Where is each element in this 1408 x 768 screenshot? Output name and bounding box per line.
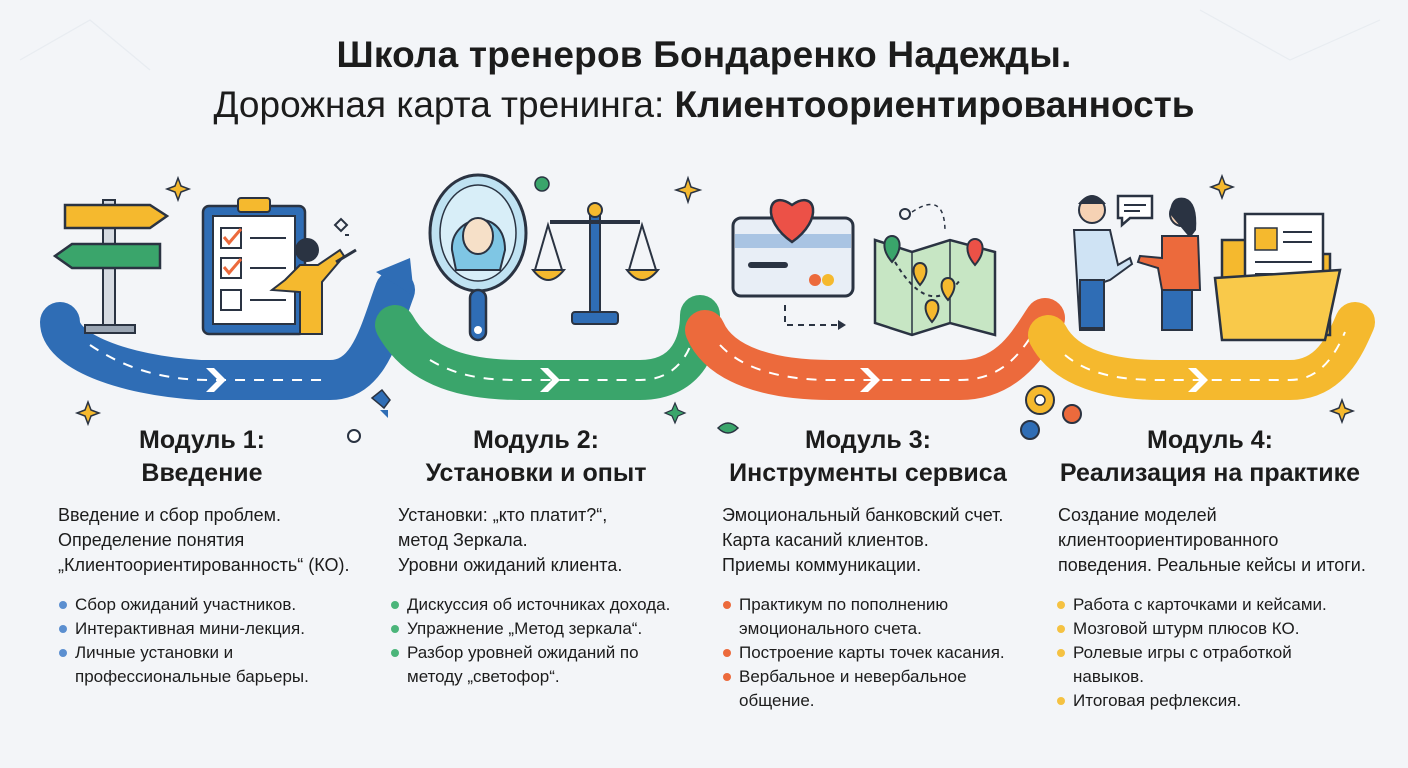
scales-icon: [530, 202, 661, 325]
module-3-intro-line: Эмоциональный банковский счет.: [722, 505, 1004, 525]
bullet-dot-icon: [723, 601, 731, 609]
list-item: Вербальное и невербальное общение.: [722, 665, 1042, 713]
map-pins-icon: [873, 203, 997, 337]
module-3-intro-line: Приемы коммуникации.: [722, 555, 922, 575]
list-item: Сбор ожиданий участников.: [58, 593, 378, 617]
module-4-bullets: Работа с карточками и кейсами. Мозговой …: [1056, 593, 1376, 713]
bullet-text: навыков.: [1073, 667, 1144, 686]
list-item: Практикум по пополнению эмоционального сч…: [722, 593, 1042, 641]
module-1-heading: Модуль 1: Введение: [42, 424, 362, 490]
bullet-dot-icon: [1057, 649, 1065, 657]
module-2-intro-line: Установки: „кто платит?“,: [398, 505, 608, 525]
bullet-text: Сбор ожиданий участников.: [75, 595, 297, 614]
list-item: Построение карты точек касания.: [722, 641, 1042, 665]
bullet-text: Личные установки и: [75, 643, 234, 662]
module-4-intro-line: клиентоориентированного: [1058, 530, 1279, 550]
module-1-intro-line: Определение понятия: [58, 530, 245, 550]
bullet-text: эмоционального счета.: [739, 619, 922, 638]
module-2-number: Модуль 2:: [473, 426, 599, 454]
bullet-text: Упражнение „Метод зеркала“.: [407, 619, 643, 638]
module-3-intro: Эмоциональный банковский счет. Карта кас…: [722, 503, 1067, 578]
bullet-text: Построение карты точек касания.: [739, 643, 1005, 662]
module-2-bullets: Дискуссия об источниках дохода. Упражнен…: [390, 593, 710, 689]
module-4-name: Реализация на практике: [1059, 459, 1361, 487]
bullet-dot-icon: [391, 625, 399, 633]
bullet-dot-icon: [59, 601, 67, 609]
bullet-text: Работа с карточками и кейсами.: [1073, 595, 1327, 614]
module-1-name: Введение: [141, 459, 263, 487]
road-segment-4: [1028, 302, 1375, 400]
road-arrow-1: [376, 258, 414, 296]
gears-icon: [1020, 385, 1082, 440]
list-item: Личные установки и профессиональные барье…: [58, 641, 378, 689]
title-prefix: Дорожная карта тренинга:: [213, 84, 675, 125]
bullet-dot-icon: [59, 625, 67, 633]
presenter-icon: [269, 217, 357, 335]
dot-decorations: [347, 176, 740, 443]
bullet-text: Ролевые игры с отработкой: [1073, 643, 1292, 662]
module-4-number: Модуль 4:: [1147, 426, 1273, 454]
list-item: Упражнение „Метод зеркала“.: [390, 617, 710, 641]
bullet-text: профессиональные барьеры.: [75, 667, 309, 686]
bullet-text: Мозговой штурм плюсов КО.: [1073, 619, 1300, 638]
bullet-dot-icon: [723, 649, 731, 657]
module-2-name: Установки и опыт: [425, 459, 647, 487]
module-3-name: Инструменты сервиса: [729, 459, 1007, 487]
folder-documents-icon: [1213, 212, 1342, 342]
heart-card-icon: [731, 198, 855, 330]
bullet-dot-icon: [1057, 625, 1065, 633]
sparkle-decorations: [74, 173, 1356, 427]
module-2-intro-line: Уровни ожиданий клиента.: [398, 555, 623, 575]
title-topic: Клиентоориентированность: [674, 84, 1195, 125]
bullet-text: Практикум по пополнению: [739, 595, 949, 614]
module-1-bullets: Сбор ожиданий участников. Интерактивная …: [58, 593, 378, 689]
page-title-line-2: Дорожная карта тренинга: Клиентоориентир…: [0, 84, 1408, 126]
bullet-text: Разбор уровней ожиданий по: [407, 643, 639, 662]
road-segment-3: [685, 298, 1065, 400]
module-3-bullets: Практикум по пополнению эмоционального сч…: [722, 593, 1042, 713]
module-2-intro: Установки: „кто платит?“, метод Зеркала.…: [398, 503, 743, 578]
module-1-number: Модуль 1:: [139, 426, 265, 454]
people-dialog-icon: [1072, 194, 1202, 331]
bullet-text: Вербальное и невербальное: [739, 667, 967, 686]
bullet-dot-icon: [391, 649, 399, 657]
module-4-heading: Модуль 4: Реализация на практике: [1050, 424, 1370, 490]
module-3-intro-line: Карта касаний клиентов.: [722, 530, 929, 550]
bullet-text: Интерактивная мини-лекция.: [75, 619, 305, 638]
bullet-dot-icon: [1057, 601, 1065, 609]
bullet-text: Итоговая рефлексия.: [1073, 691, 1242, 710]
mirror-icon: [428, 173, 528, 342]
signpost-icon: [52, 199, 170, 334]
module-4-intro-line: Создание моделей: [1058, 505, 1217, 525]
bullet-text: Дискуссия об источниках дохода.: [407, 595, 671, 614]
list-item: Ролевые игры с отработкой навыков.: [1056, 641, 1376, 689]
bullet-dot-icon: [59, 649, 67, 657]
module-1-intro: Введение и сбор проблем. Определение пон…: [58, 503, 403, 578]
list-item: Интерактивная мини-лекция.: [58, 617, 378, 641]
module-2-intro-line: метод Зеркала.: [398, 530, 528, 550]
bullet-dot-icon: [723, 673, 731, 681]
module-2-heading: Модуль 2: Установки и опыт: [376, 424, 696, 490]
list-item: Разбор уровней ожиданий по методу „светоф…: [390, 641, 710, 689]
checklist-clipboard-icon: [201, 197, 307, 336]
module-4-intro-line: поведения. Реальные кейсы и итоги.: [1058, 555, 1366, 575]
module-1-intro-line: Введение и сбор проблем.: [58, 505, 282, 525]
list-item: Дискуссия об источниках дохода.: [390, 593, 710, 617]
bullet-dot-icon: [1057, 697, 1065, 705]
page-title-line-1: Школа тренеров Бондаренко Надежды.: [336, 34, 1072, 75]
bullet-dot-icon: [391, 601, 399, 609]
list-item: Мозговой штурм плюсов КО.: [1056, 617, 1376, 641]
module-1-intro-line: „Клиентоориентированность“ (КО).: [58, 555, 350, 575]
module-3-heading: Модуль 3: Инструменты сервиса: [708, 424, 1028, 490]
list-item: Работа с карточками и кейсами.: [1056, 593, 1376, 617]
road-segment-2: [375, 295, 720, 400]
bullet-text: методу „светофор“.: [407, 667, 560, 686]
bullet-text: общение.: [739, 691, 815, 710]
module-4-intro: Создание моделей клиентоориентированного…: [1058, 503, 1403, 578]
list-item: Итоговая рефлексия.: [1056, 689, 1376, 713]
module-3-number: Модуль 3:: [805, 426, 931, 454]
